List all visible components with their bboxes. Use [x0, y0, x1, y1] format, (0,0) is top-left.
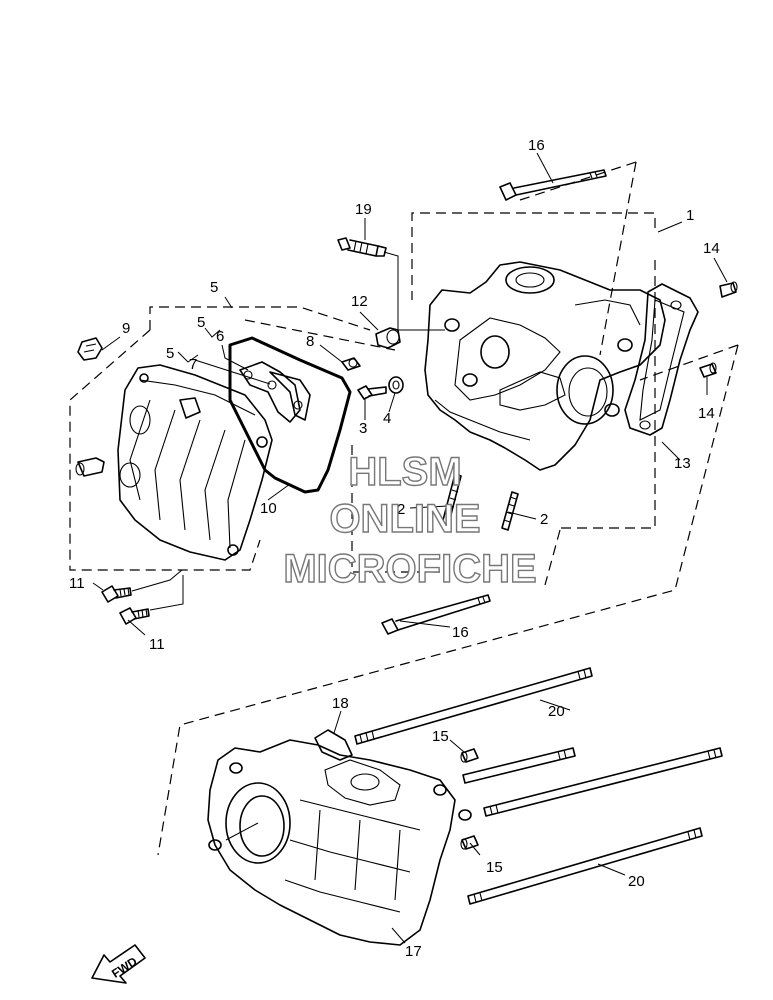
- part-6-7-plates: [239, 361, 311, 423]
- leader-lines: [92, 152, 728, 944]
- part-18-gasket: [314, 729, 353, 761]
- part-16-stud-bolt-lower: [381, 594, 491, 635]
- part-9-clip: [77, 337, 103, 361]
- part-10-cover-gasket: [228, 336, 352, 494]
- part-2-studs: [441, 473, 519, 531]
- part-16-stud-bolt-top: [499, 169, 607, 201]
- watermark-line-3: MICROFICHE: [283, 547, 536, 591]
- callout-5-lower: 5: [166, 345, 174, 362]
- callout-12: 12: [351, 293, 368, 310]
- part-17-cylinder: [207, 739, 472, 946]
- callout-15-lower: 15: [486, 859, 503, 876]
- part-4-washer: [388, 376, 404, 394]
- callout-5-main: 5: [210, 279, 218, 296]
- callout-11-upper: 11: [69, 575, 85, 592]
- part-12-cap: [375, 327, 401, 349]
- watermark-line-1: HLSM: [348, 450, 461, 494]
- callout-16-lower: 16: [452, 624, 469, 641]
- callout-20-lower: 20: [628, 873, 645, 890]
- callout-11-lower: 11: [149, 636, 165, 653]
- part-1-cylinder-head: [424, 261, 666, 471]
- part-14-dowel-pins: [699, 281, 738, 378]
- part-3-bolt: [357, 385, 387, 400]
- callout-2-right: 2: [540, 511, 548, 528]
- callout-4: 4: [383, 410, 391, 427]
- callout-5-upper: 5: [197, 314, 205, 331]
- callout-8: 8: [306, 333, 314, 350]
- callout-18: 18: [332, 695, 349, 712]
- watermark: HLSM ONLINE MICROFICHE: [283, 449, 538, 591]
- callout-labels: 16 1 19 14 5 12 9 5 6 8 5 7 14 3 4 13 2 …: [69, 137, 720, 960]
- callout-19: 19: [355, 201, 372, 218]
- part-19-plug: [337, 237, 387, 257]
- cover-breather-fitting: [75, 457, 105, 477]
- part-15-dowel-pins: [460, 748, 479, 850]
- callout-1: 1: [686, 207, 694, 224]
- callout-13: 13: [674, 455, 691, 472]
- callout-2-left: 2: [397, 501, 405, 518]
- callout-14-top: 14: [703, 240, 720, 257]
- part-11-cover-bolts: [101, 585, 150, 625]
- callout-16-top: 16: [528, 137, 545, 154]
- callout-14-bottom: 14: [698, 405, 715, 422]
- callout-6: 6: [216, 328, 224, 345]
- fwd-arrow-icon: FWD: [91, 944, 146, 984]
- callout-10: 10: [260, 500, 277, 517]
- callout-20-upper: 20: [548, 703, 565, 720]
- part-5-head-cover: [117, 364, 273, 561]
- part-20-studs: [354, 667, 723, 905]
- callout-3: 3: [359, 420, 367, 437]
- watermark-line-2: ONLINE: [329, 497, 480, 541]
- callout-15-upper: 15: [432, 728, 449, 745]
- callout-17: 17: [405, 943, 422, 960]
- callout-9: 9: [122, 320, 130, 337]
- part-13-gasket: [624, 283, 699, 436]
- callout-7: 7: [189, 356, 197, 373]
- part-8-screw: [341, 357, 361, 371]
